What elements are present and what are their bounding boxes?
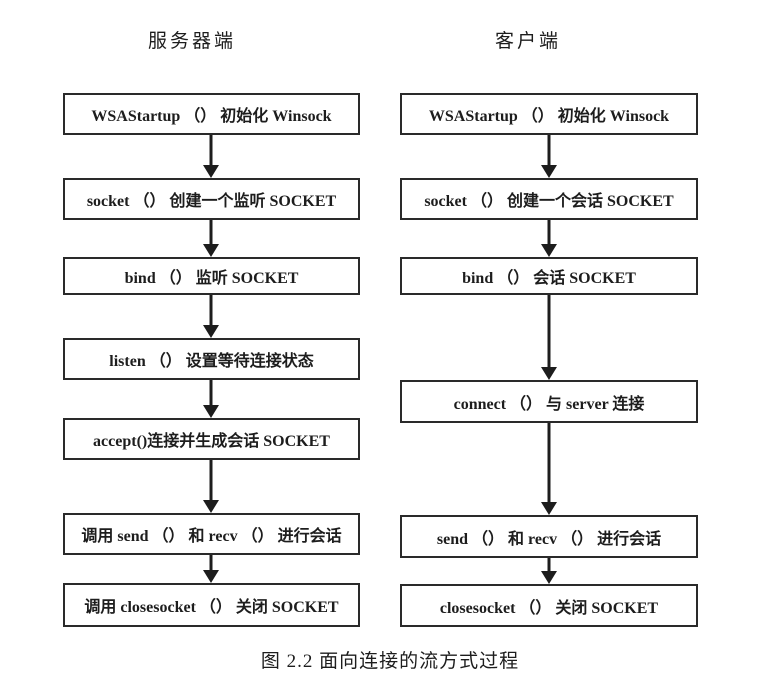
server-step-closesocket: 调用 closesocket （） 关闭 SOCKET [63,583,360,627]
client-down-arrow-icon [541,220,557,257]
client-down-arrow-icon [541,295,557,380]
client-step-closesocket: closesocket （） 关闭 SOCKET [400,584,698,627]
client-step-send-recv: send （） 和 recv （） 进行会话 [400,515,698,558]
server-down-arrow-icon [203,460,219,513]
figure-caption: 图 2.2 面向连接的流方式过程 [260,651,520,672]
client-step-connect: connect （） 与 server 连接 [400,380,698,423]
server-step-socket: socket （） 创建一个监听 SOCKET [63,178,360,220]
server-down-arrow-icon [203,555,219,583]
server-column-header: 服务器端 [148,31,237,52]
server-step-accept: accept()连接并生成会话 SOCKET [63,418,360,460]
client-down-arrow-icon [541,423,557,515]
server-step-bind: bind （） 监听 SOCKET [63,257,360,295]
client-step-socket: socket （） 创建一个会话 SOCKET [400,178,698,220]
server-down-arrow-icon [203,380,219,418]
server-step-wsastartup: WSAStartup （） 初始化 Winsock [63,93,360,135]
server-down-arrow-icon [203,135,219,178]
client-down-arrow-icon [541,558,557,584]
client-down-arrow-icon [541,135,557,178]
client-column-header: 客户端 [495,31,562,52]
server-down-arrow-icon [203,295,219,338]
server-down-arrow-icon [203,220,219,257]
client-step-bind: bind （） 会话 SOCKET [400,257,698,295]
server-step-listen: listen （） 设置等待连接状态 [63,338,360,380]
client-step-wsastartup: WSAStartup （） 初始化 Winsock [400,93,698,135]
server-step-send-recv: 调用 send （） 和 recv （） 进行会话 [63,513,360,555]
